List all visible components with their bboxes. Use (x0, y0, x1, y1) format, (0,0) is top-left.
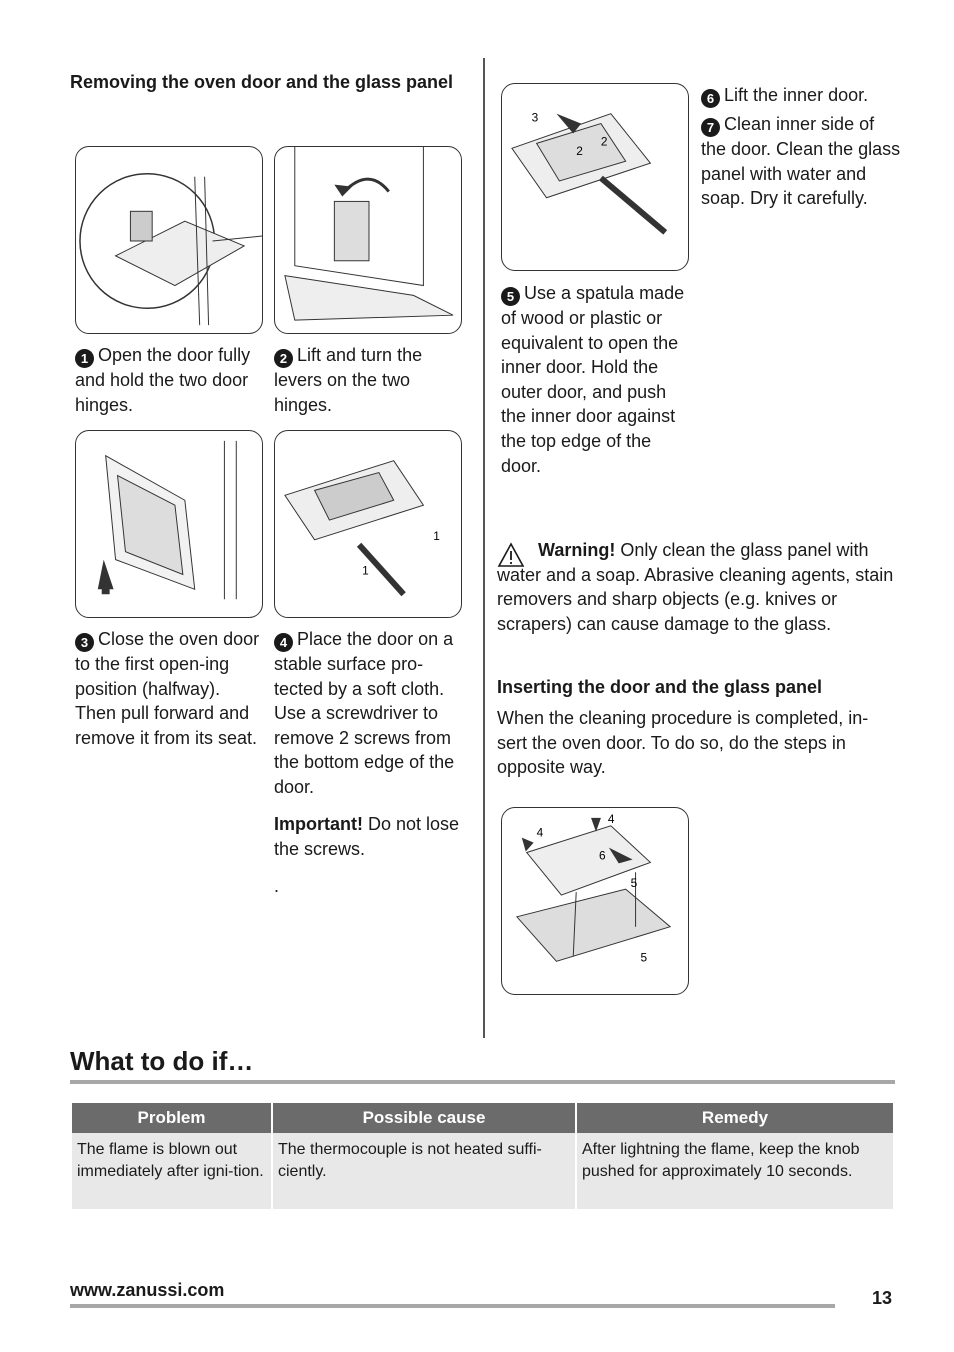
lever-turn-illustration (284, 147, 454, 321)
troubleshooting-table: Problem Possible cause Remedy The flame … (70, 1103, 895, 1209)
column-divider (483, 58, 485, 1038)
figure-insert-door: 4 4 6 5 5 (501, 807, 689, 995)
section-heading-inserting: Inserting the door and the glass panel (497, 677, 823, 697)
step-number-badge: 1 (75, 349, 94, 368)
step-text: Place the door on a stable surface pro-t… (274, 629, 455, 797)
figure-label: 1 (362, 563, 369, 577)
step-number-badge: 7 (701, 118, 720, 137)
step-text: Open the door fully and hold the two doo… (75, 345, 251, 415)
figure-label: 5 (631, 876, 638, 890)
spatula-illustration: 3 2 2 (511, 111, 668, 235)
footer-rule (70, 1304, 835, 1308)
warning-label: Warning! (538, 540, 616, 560)
inserting-text: When the cleaning procedure is completed… (497, 708, 869, 778)
figure-label: 4 (608, 812, 615, 826)
step-number-badge: 2 (274, 349, 293, 368)
step-number-badge: 3 (75, 633, 94, 652)
step-number-badge: 4 (274, 633, 293, 652)
screw-removal-illustration: 1 1 (284, 460, 440, 597)
door-pull-illustration (97, 440, 237, 600)
step-text: Close the oven door to the first open-in… (75, 629, 260, 748)
figure-label: 2 (576, 144, 583, 158)
cell-remedy: After lightning the flame, keep the knob… (577, 1133, 893, 1209)
section-heading-removing: Removing the oven door and the glass pan… (70, 72, 454, 92)
important-note: Important! Do not lose the screws. (274, 812, 464, 861)
important-text: Do not lose the screws. (274, 814, 460, 859)
table-row: The flame is blown out immediately after… (72, 1133, 893, 1209)
cell-cause: The thermocouple is not heated suffi-cie… (273, 1133, 575, 1209)
step-text: Lift and turn the levers on the two hing… (274, 345, 423, 415)
step-number-badge: 5 (501, 287, 520, 306)
column-header-problem: Problem (72, 1103, 271, 1133)
column-header-remedy: Remedy (577, 1103, 893, 1133)
figure-label: 5 (641, 950, 648, 964)
figure-label: 3 (532, 111, 539, 125)
step-number-badge: 6 (701, 89, 720, 108)
figure-lift-levers (274, 146, 462, 334)
figure-label: 2 (601, 134, 608, 148)
step-text: Clean inner side of the door. Clean the … (701, 114, 901, 209)
warning-note: Warning! Only clean the glass panel with… (497, 538, 897, 636)
cell-problem: The flame is blown out immediately after… (72, 1133, 271, 1209)
figure-remove-screws: 1 1 (274, 430, 462, 618)
door-insert-illustration: 4 4 6 5 5 (515, 812, 672, 964)
hinge-hold-illustration (79, 172, 262, 326)
figure-pull-door (75, 430, 263, 618)
table-header-row: Problem Possible cause Remedy (72, 1103, 893, 1133)
step-text: Lift the inner door. (724, 85, 869, 105)
page-number: 13 (872, 1288, 893, 1308)
stray-dot: . (274, 876, 280, 896)
figure-label: 1 (433, 529, 440, 543)
figure-spatula: 3 2 2 (501, 83, 689, 271)
step-text: Use a spatula made of wood or plastic or… (501, 283, 685, 476)
important-label: Important! (274, 814, 363, 834)
section-title-whattodo: What to do if… (70, 1046, 254, 1076)
figure-label: 4 (537, 826, 544, 840)
column-header-cause: Possible cause (273, 1103, 575, 1133)
warning-text: Only clean the glass panel with water an… (497, 540, 894, 634)
warning-icon (497, 541, 525, 569)
figure-label: 6 (599, 848, 606, 862)
figure-open-door (75, 146, 263, 334)
footer-url[interactable]: www.zanussi.com (70, 1280, 225, 1300)
section-rule (70, 1080, 895, 1084)
